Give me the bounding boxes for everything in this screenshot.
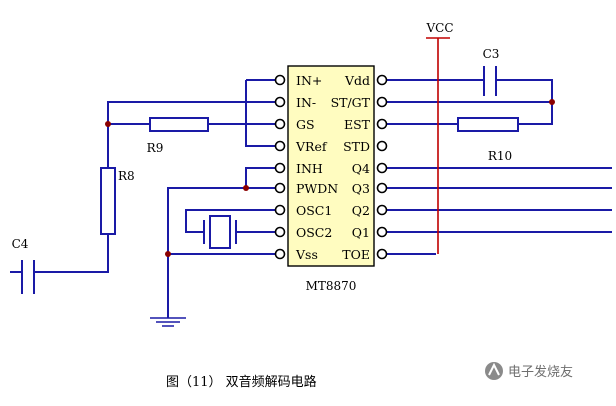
chip-name: MT8870 bbox=[306, 279, 357, 293]
label-vcc: VCC bbox=[425, 21, 453, 35]
wire-vss bbox=[167, 253, 276, 318]
right-pin-circles bbox=[376, 74, 388, 260]
pin-label-osc2: OSC2 bbox=[296, 225, 332, 240]
left-wiring bbox=[10, 79, 276, 318]
vcc-rail bbox=[426, 37, 450, 254]
resistor-r10 bbox=[457, 117, 519, 132]
capacitor-c3 bbox=[483, 66, 497, 96]
wire-inh bbox=[245, 167, 276, 188]
pin-label-q4: Q4 bbox=[352, 161, 370, 176]
wire-pwdn bbox=[167, 187, 276, 254]
pin-label-vref: VRef bbox=[295, 139, 328, 154]
pin-label-std: STD bbox=[343, 139, 370, 154]
left-pin-labels: IN+ IN- GS VRef INH PWDN OSC1 OSC2 Vss bbox=[295, 73, 338, 262]
pin-label-q3: Q3 bbox=[352, 181, 370, 196]
pin-label-in-minus: IN- bbox=[296, 95, 316, 110]
label-c3: C3 bbox=[483, 47, 500, 61]
figure-caption: 图（11） 双音频解码电路 bbox=[166, 374, 317, 390]
wire-vdd bbox=[386, 79, 553, 102]
pin-label-est: EST bbox=[344, 117, 371, 132]
pin-label-vdd: Vdd bbox=[344, 73, 370, 88]
pin-label-osc1: OSC1 bbox=[296, 203, 332, 218]
label-r9: R9 bbox=[147, 141, 164, 155]
ground-symbol bbox=[150, 317, 186, 327]
pin-label-gs: GS bbox=[296, 117, 315, 132]
wire-osc1 bbox=[185, 209, 276, 233]
pin-label-q1: Q1 bbox=[352, 225, 370, 240]
watermark-text: 电子发烧友 bbox=[508, 364, 573, 380]
right-pin-labels: Vdd ST/GT EST STD Q4 Q3 Q2 Q1 TOE bbox=[331, 73, 371, 262]
capacitor-c4 bbox=[21, 260, 56, 294]
resistor-r9 bbox=[149, 117, 209, 132]
chip-body bbox=[287, 65, 375, 267]
pin-label-pwdn: PWDN bbox=[296, 181, 338, 196]
watermark-logo-icon bbox=[485, 362, 503, 380]
wire-r8 bbox=[56, 124, 109, 273]
resistor-r8 bbox=[100, 167, 116, 235]
pin-label-inh: INH bbox=[296, 161, 323, 176]
crystal-oscillator bbox=[203, 215, 237, 249]
pin-label-q2: Q2 bbox=[352, 203, 370, 218]
right-wiring bbox=[386, 79, 612, 255]
label-c4: C4 bbox=[12, 237, 29, 251]
wire-est bbox=[386, 102, 553, 125]
pin-label-in-plus: IN+ bbox=[296, 73, 322, 88]
pin-label-vss: Vss bbox=[295, 247, 318, 262]
label-r8: R8 bbox=[118, 169, 135, 183]
label-r10: R10 bbox=[488, 149, 512, 163]
wire-inplus-vref bbox=[245, 79, 276, 147]
pin-label-st-gt: ST/GT bbox=[331, 95, 371, 110]
wire-inminus bbox=[107, 101, 276, 124]
pin-label-toe: TOE bbox=[342, 247, 370, 262]
left-pin-circles bbox=[274, 74, 286, 260]
junction-dots bbox=[105, 99, 555, 257]
